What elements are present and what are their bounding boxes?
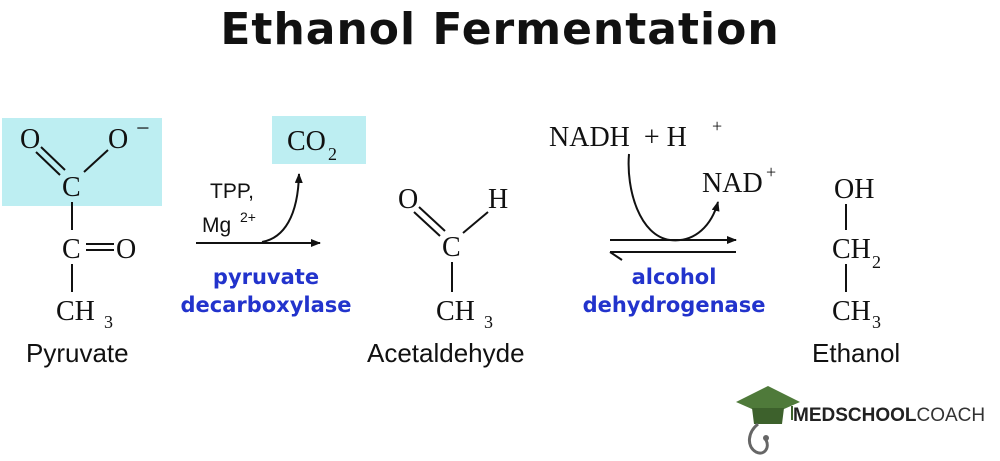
pyruvate-ch3: CH [56,296,95,327]
pyruvate-o-right: O [108,124,128,155]
acetaldehyde-bond-h [462,211,489,234]
cofactor-tpp: TPP, [210,180,254,203]
acetaldehyde-label: Acetaldehyde [367,338,525,368]
ethanol-label: Ethanol [812,338,900,368]
ethanol-ch3: CH [832,296,871,327]
logo-light-text: COACH [916,405,986,426]
nadh-conversion-arrow [627,153,720,242]
nadh-text: NADH + H [549,122,687,153]
pyruvate-charge: − [136,116,150,142]
nad-text: NAD [702,168,763,199]
acetaldehyde-ch3-sub: 3 [484,312,493,332]
medschoolcoach-logo-text: MEDSCHOOLCOACH [793,405,985,427]
carboxylate-highlight [2,118,162,206]
medschoolcoach-logo-icon [736,386,800,455]
ethanol-oh: OH [834,174,874,205]
cofactor-mg-sup: 2+ [240,209,256,225]
pyruvate-c-mid: C [62,234,81,265]
pyruvate-single-bond-o [83,149,109,173]
enzyme-alcohol-dehydrogenase-line2: dehydrogenase [583,293,766,317]
acetaldehyde-ch3: CH [436,296,475,327]
acetaldehyde-structure: O H C CH 3 Acetaldehyde [367,184,525,368]
cofactor-mg: Mg [202,214,231,237]
acetaldehyde-c: C [442,232,461,263]
pyruvate-double-bond-b [40,146,66,171]
ethanol-ch2-sub: 2 [872,252,881,272]
enzyme-pyruvate-decarboxylase-line2: decarboxylase [180,293,351,317]
pyruvate-o-left: O [20,124,40,155]
step2-reverse-arrowhead [609,251,623,261]
acetaldehyde-o: O [398,184,418,215]
pyruvate-c-top: C [62,172,81,203]
acetaldehyde-double-bond-a [413,211,441,237]
ethanol-ch3-sub: 3 [872,312,881,332]
pyruvate-ch3-sub: 3 [104,312,113,332]
acetaldehyde-double-bond-b [418,206,446,232]
step2-reaction: NADH + H + NAD + alcohol dehydrogenase [549,116,776,317]
pyruvate-double-bond-a [35,151,61,176]
nadh-sup: + [712,116,722,136]
co2-highlight [272,116,366,164]
ethanol-ch2: CH [832,234,871,265]
co2-sub: 2 [328,144,337,164]
enzyme-alcohol-dehydrogenase-line1: alcohol [632,265,717,289]
nad-sup: + [766,162,776,182]
pyruvate-structure: O O − C C O CH 3 Pyruvate [2,116,162,368]
acetaldehyde-h: H [488,184,508,215]
co2-release-arrow [261,173,303,243]
step1-reaction: CO 2 TPP, Mg 2+ pyruvate decarboxylase [180,116,366,317]
enzyme-pyruvate-decarboxylase-line1: pyruvate [213,265,319,289]
page-title: Ethanol Fermentation [220,4,780,55]
pyruvate-label: Pyruvate [26,338,129,368]
ethanol-structure: OH CH 2 CH 3 Ethanol [812,174,900,368]
logo-bold-text: MEDSCHOOL [793,405,917,426]
co2-text: CO [287,126,326,157]
pyruvate-eq-o: O [116,234,136,265]
